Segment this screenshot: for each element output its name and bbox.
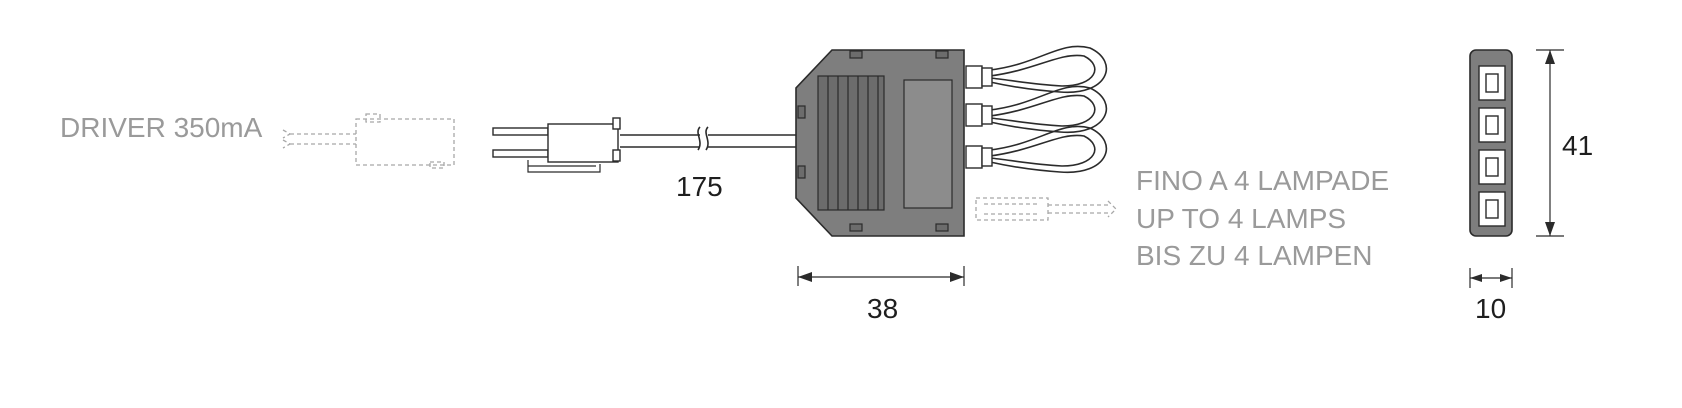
lamps-label-de: BIS ZU 4 LAMPEN	[1136, 240, 1373, 271]
driver-label: DRIVER 350mA	[60, 112, 263, 143]
cable	[620, 126, 798, 151]
lamps-label-en: UP TO 4 LAMPS	[1136, 203, 1346, 234]
male-connector	[492, 117, 621, 173]
cable-length-label: 175	[676, 171, 723, 202]
dimension-38	[797, 266, 965, 286]
lamps-label-it: FINO A 4 LAMPADE	[1136, 165, 1389, 196]
output-socket-3	[965, 125, 1108, 173]
lamp-plug-dashed	[975, 197, 1117, 221]
dimension-10	[1469, 268, 1513, 288]
splitter-housing	[795, 49, 965, 237]
output-socket-1	[965, 45, 1108, 93]
dimension-10-label: 10	[1475, 293, 1506, 324]
output-socket-2	[965, 85, 1108, 133]
driver-plug-dashed	[282, 113, 455, 169]
dimension-41	[1536, 49, 1564, 237]
dimension-38-label: 38	[867, 293, 898, 324]
splitter-side-view	[1469, 49, 1513, 237]
dimension-41-label: 41	[1562, 130, 1593, 161]
